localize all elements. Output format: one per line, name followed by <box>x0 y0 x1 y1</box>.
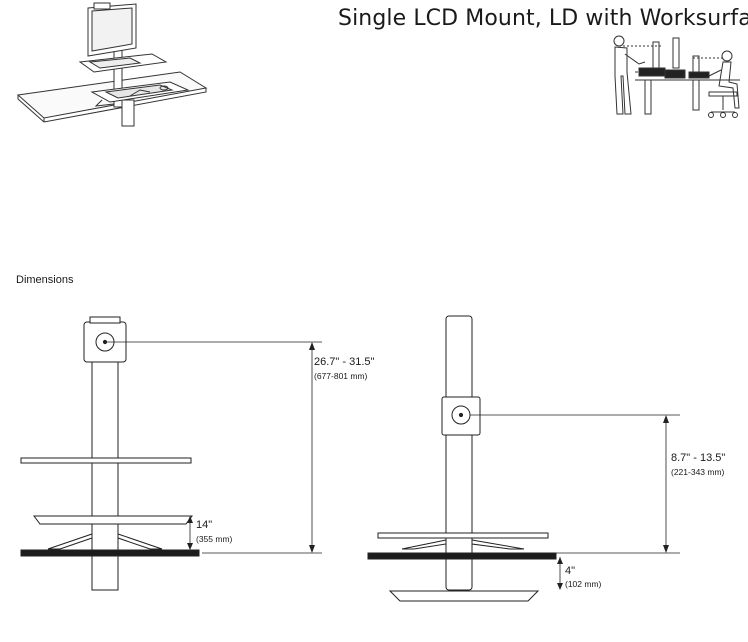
left-height-metric: (677-801 mm) <box>314 371 368 381</box>
left-height-imperial: 26.7" - 31.5" <box>314 356 375 368</box>
left-tray-imperial: 14" <box>196 519 213 531</box>
product-illustration <box>16 2 208 127</box>
page-title: Single LCD Mount, LD with Worksurface <box>338 6 748 31</box>
left-tray-metric: (355 mm) <box>196 534 233 544</box>
right-height-metric: (221-343 mm) <box>671 467 725 477</box>
section-label: Dimensions <box>16 274 74 286</box>
sit-stand-pictogram <box>613 35 740 118</box>
right-below-metric: (102 mm) <box>565 579 602 589</box>
right-below-imperial: 4" <box>565 565 576 577</box>
right-height-imperial: 8.7" - 13.5" <box>671 452 726 464</box>
